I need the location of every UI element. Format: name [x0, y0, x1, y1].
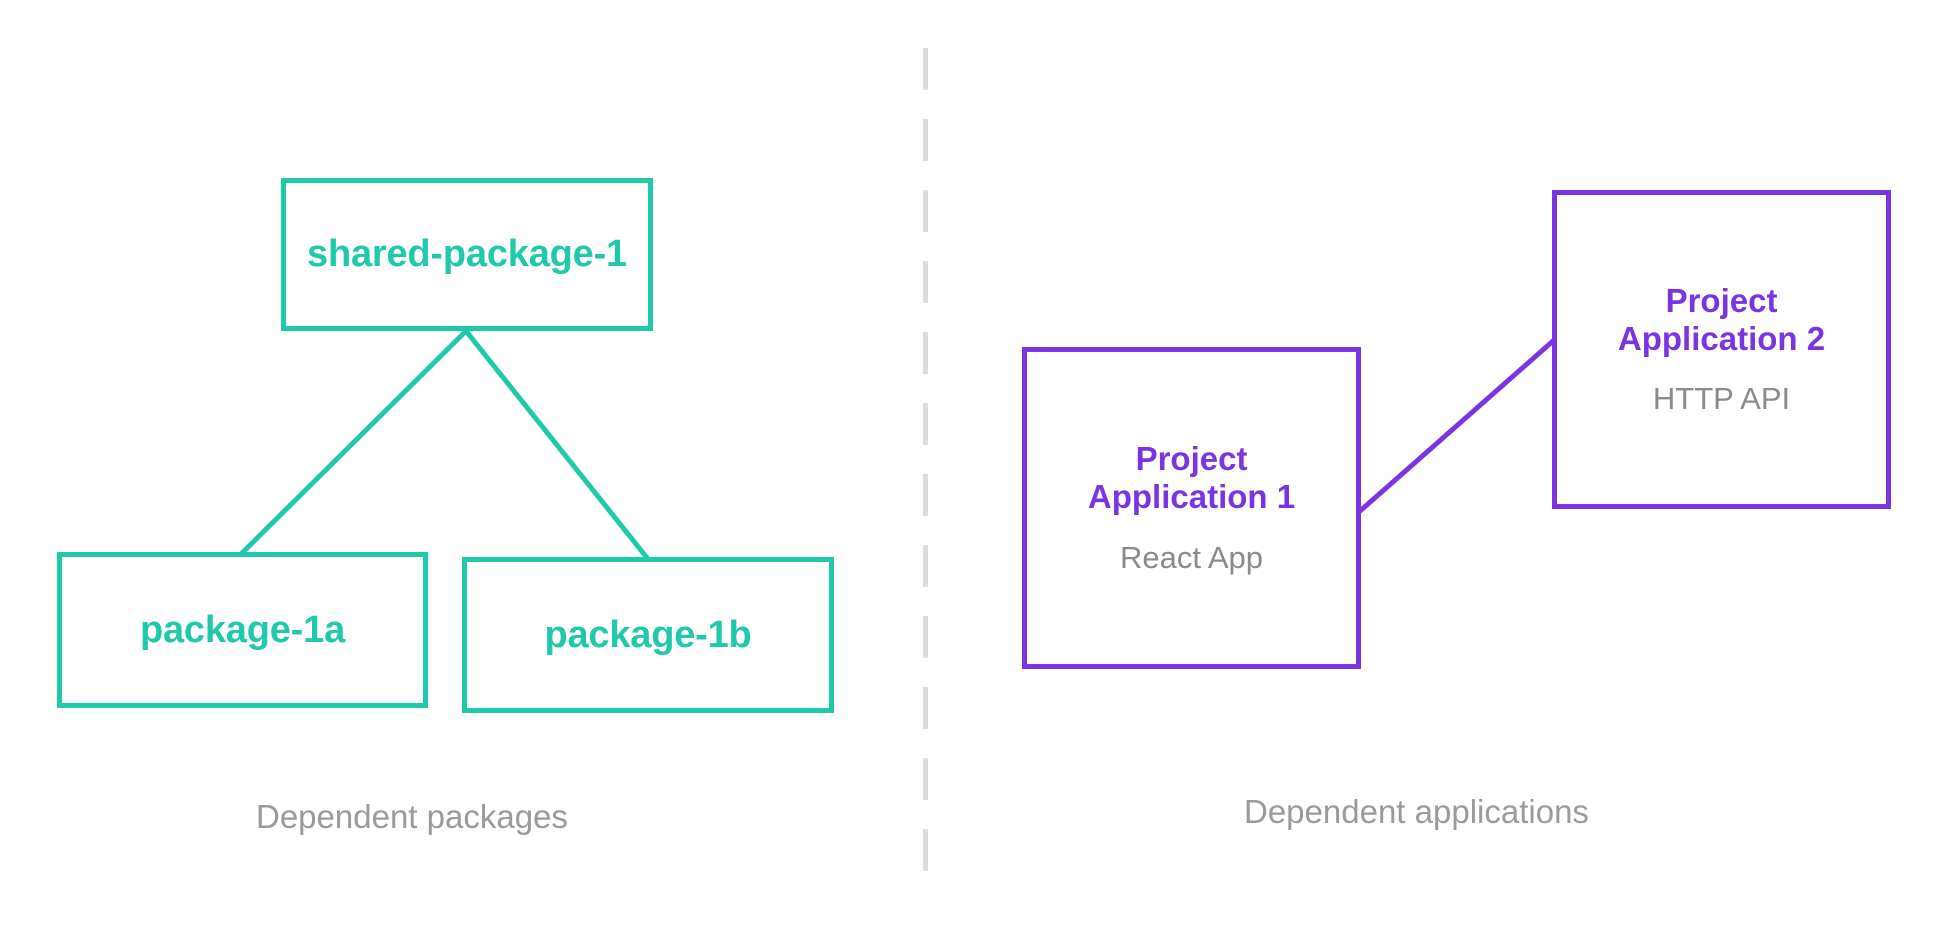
node-project-application-2[interactable]: Project Application 2 HTTP API: [1552, 190, 1891, 509]
section-divider: [923, 48, 928, 900]
node-package-1b[interactable]: package-1b: [462, 557, 834, 713]
caption-dependent-applications: Dependent applications: [1244, 793, 1589, 830]
node-project-application-1[interactable]: Project Application 1 React App: [1022, 347, 1361, 669]
caption-dependent-packages: Dependent packages: [256, 798, 568, 835]
node-package-1a-label: package-1a: [139, 608, 345, 651]
node-shared-package-1[interactable]: shared-package-1: [281, 178, 653, 331]
edge-project-application-1-to-project-application-2: [1356, 337, 1557, 515]
node-project-application-1-label: Project Application 1: [1087, 440, 1296, 516]
node-shared-package-1-label: shared-package-1: [307, 233, 627, 276]
node-package-1b-label: package-1b: [544, 613, 752, 656]
edge-shared-package-1-to-package-1b: [462, 327, 652, 563]
edge-shared-package-1-to-package-1a: [237, 327, 470, 558]
node-project-application-1-subtitle: React App: [1119, 539, 1264, 575]
node-project-application-2-subtitle: HTTP API: [1652, 381, 1791, 417]
node-project-application-2-label: Project Application 2: [1617, 281, 1826, 357]
node-package-1a[interactable]: package-1a: [57, 552, 428, 708]
